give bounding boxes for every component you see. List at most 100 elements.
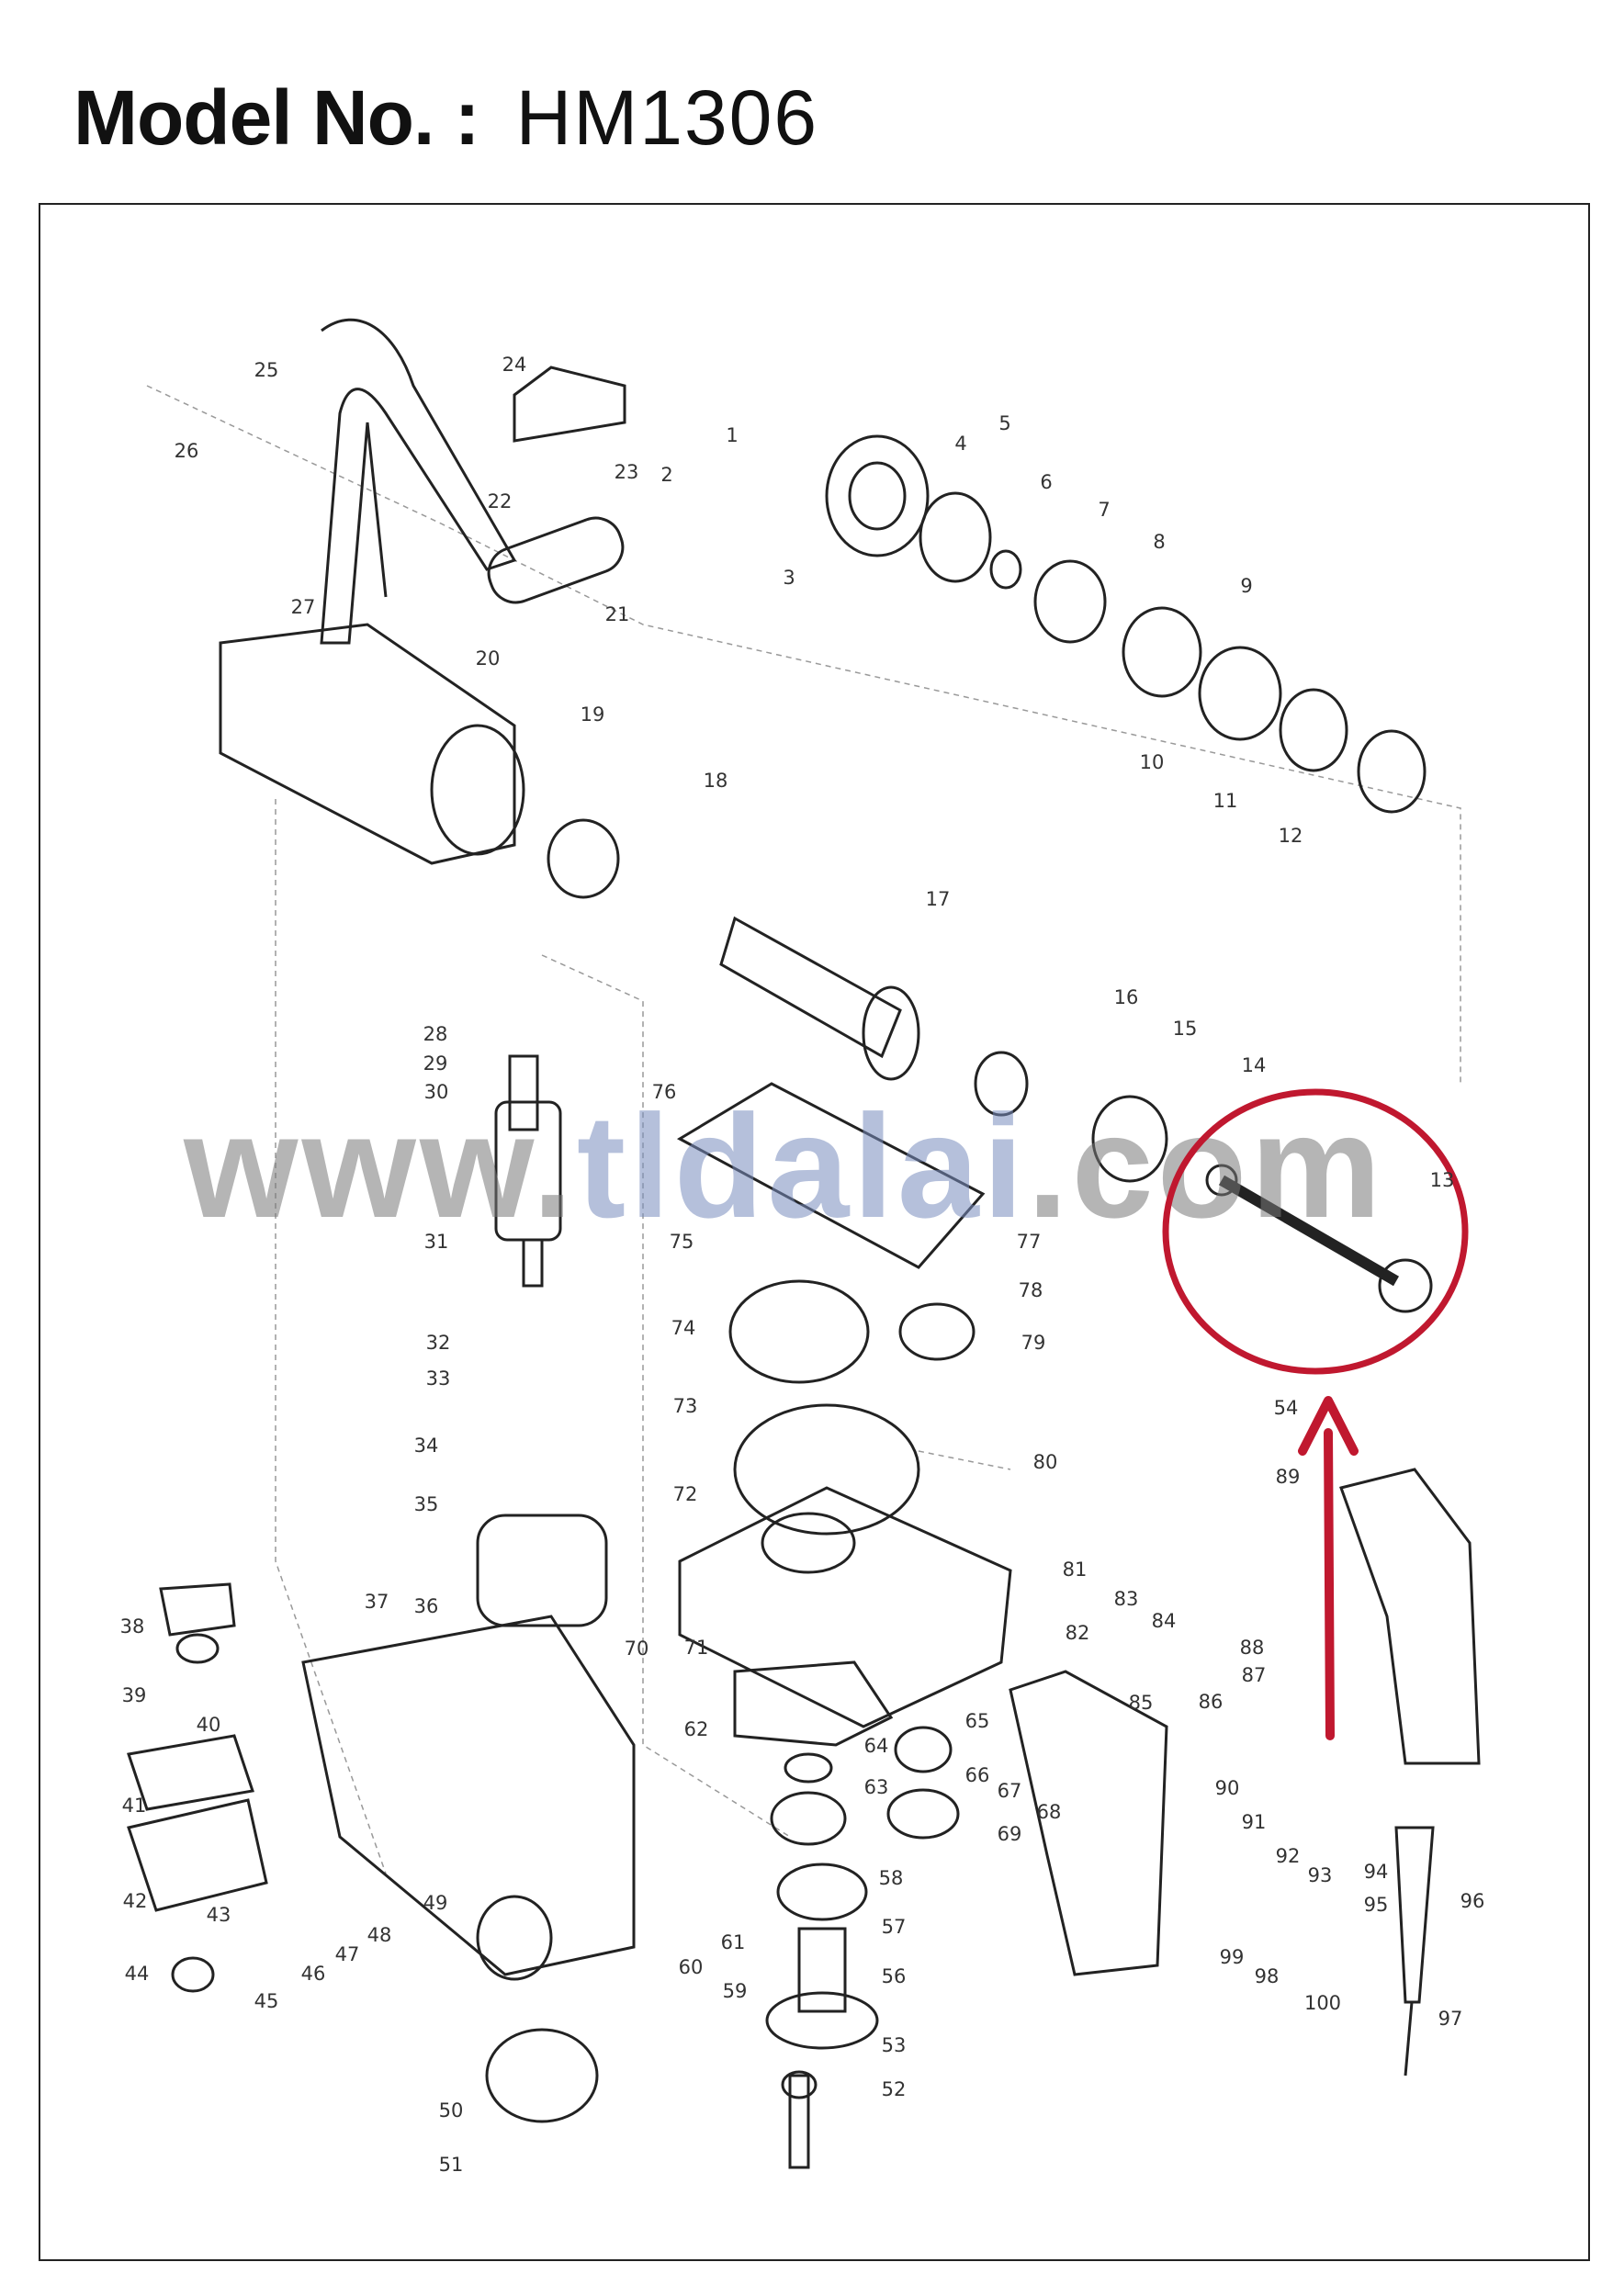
strap-25	[320, 318, 517, 645]
highlight-circle	[1162, 1088, 1469, 1375]
part-38	[159, 1582, 236, 1664]
bottom-bolt-52	[781, 2070, 818, 2169]
plate-42	[127, 1798, 268, 1993]
part-number-label: 35	[413, 1493, 439, 1515]
part-number-label: 95	[1363, 1894, 1389, 1916]
gear-housing-cover-75	[676, 1082, 986, 1269]
part-number-label: 94	[1363, 1861, 1389, 1883]
highlight-arrow-shaft	[1324, 1428, 1335, 1740]
part-number-label: 83	[1113, 1588, 1139, 1610]
part-number-label: 67	[997, 1780, 1022, 1802]
part-number-label: 18	[703, 770, 728, 792]
part-number-label: 87	[1241, 1664, 1267, 1686]
cover-50	[485, 2028, 599, 2123]
bearings-63-65	[770, 1726, 960, 1846]
part-number-label: 6	[1040, 471, 1053, 493]
o-ring-18	[547, 818, 620, 899]
handle-68	[1009, 1670, 1168, 1976]
part-number-label: 41	[121, 1795, 147, 1817]
part-number-label: 26	[174, 440, 199, 462]
part-number-label: 58	[878, 1867, 904, 1889]
part-number-label: 73	[672, 1395, 698, 1417]
part-number-label: 16	[1113, 986, 1139, 1008]
diagram-frame	[39, 203, 1590, 2261]
gasket-62	[733, 1660, 894, 1747]
part-number-label: 74	[671, 1317, 696, 1339]
part-number-label: 12	[1278, 825, 1303, 847]
part-number-label: 93	[1307, 1864, 1333, 1886]
part-number-label: 10	[1139, 751, 1165, 773]
part-number-label: 99	[1219, 1946, 1245, 1968]
model-number: HM1306	[515, 74, 819, 161]
part-number-label: 2	[660, 464, 673, 486]
part-number-label: 9	[1240, 575, 1253, 597]
part-number-label: 57	[881, 1916, 907, 1938]
part-number-label: 64	[863, 1735, 889, 1757]
assembly-guide-lines	[146, 385, 1461, 1874]
part-number-label: 37	[364, 1591, 389, 1613]
part-number-label: 51	[438, 2154, 464, 2176]
part-number-label: 56	[881, 1965, 907, 1987]
part-number-label: 30	[423, 1081, 449, 1103]
page-title: Model No. :HM1306	[73, 72, 818, 163]
part-number-label: 15	[1172, 1018, 1198, 1040]
part-number-label: 92	[1275, 1845, 1301, 1867]
part-number-label: 38	[119, 1615, 145, 1638]
part-number-label: 53	[881, 2034, 907, 2056]
part-number-label: 5	[998, 412, 1011, 434]
part-number-label: 75	[669, 1231, 694, 1253]
part-number-label: 65	[964, 1710, 990, 1732]
arrow-up-icon	[1298, 1396, 1359, 1456]
part-number-label: 13	[1429, 1169, 1455, 1191]
part-number-label: 77	[1016, 1231, 1042, 1253]
part-number-label: 14	[1241, 1054, 1267, 1076]
bracket-24	[513, 366, 626, 443]
watermark-suffix: .com	[1027, 1084, 1385, 1248]
part-number-label: 50	[438, 2099, 464, 2122]
part-number-label: 61	[720, 1931, 746, 1953]
inner-housing-71	[678, 1486, 1012, 1728]
part-number-label: 19	[580, 703, 605, 726]
part-number-label: 24	[502, 354, 527, 376]
motor-housing-makita	[301, 1615, 636, 1981]
part-number-label: 43	[206, 1904, 231, 1926]
rings-6-12	[919, 491, 1427, 814]
part-number-label: 31	[423, 1231, 449, 1253]
part-number-label: 4	[954, 433, 967, 455]
part-number-label: 91	[1241, 1811, 1267, 1833]
part-number-label: 45	[254, 1990, 279, 2012]
part-number-label: 68	[1036, 1801, 1062, 1823]
grip-21	[487, 516, 625, 604]
part-number-label: 66	[964, 1764, 990, 1786]
side-grip-19	[219, 623, 525, 865]
armature-30	[494, 1054, 562, 1288]
flange-1	[825, 434, 930, 557]
part-number-label: 21	[604, 603, 630, 625]
watermark-domain: tldalai	[576, 1084, 1028, 1248]
part-number-label: 84	[1151, 1610, 1177, 1632]
part-number-label: 23	[614, 461, 639, 483]
gasket-72	[733, 1403, 920, 1536]
gear-73	[728, 1279, 976, 1384]
part-number-label: 52	[881, 2078, 907, 2100]
part-number-label: 90	[1214, 1777, 1240, 1799]
part-number-label: 60	[678, 1956, 704, 1978]
part-number-label: 29	[423, 1052, 448, 1075]
part-number-label: 36	[413, 1595, 439, 1617]
part-number-label: 3	[783, 567, 795, 589]
part-number-label: 70	[624, 1638, 649, 1660]
part-number-label: 81	[1062, 1559, 1088, 1581]
part-number-label: 71	[683, 1637, 709, 1659]
part-number-label: 44	[124, 1963, 150, 1985]
part-number-label: 69	[997, 1823, 1022, 1845]
part-number-label: 8	[1153, 531, 1166, 553]
part-number-label: 46	[300, 1963, 326, 1985]
plate-41	[127, 1734, 254, 1811]
part-number-label: 89	[1275, 1466, 1301, 1488]
field-36	[476, 1514, 608, 1627]
part-number-label: 82	[1065, 1622, 1090, 1644]
part-number-label: 100	[1303, 1992, 1342, 2014]
watermark-prefix: www.	[184, 1084, 577, 1248]
